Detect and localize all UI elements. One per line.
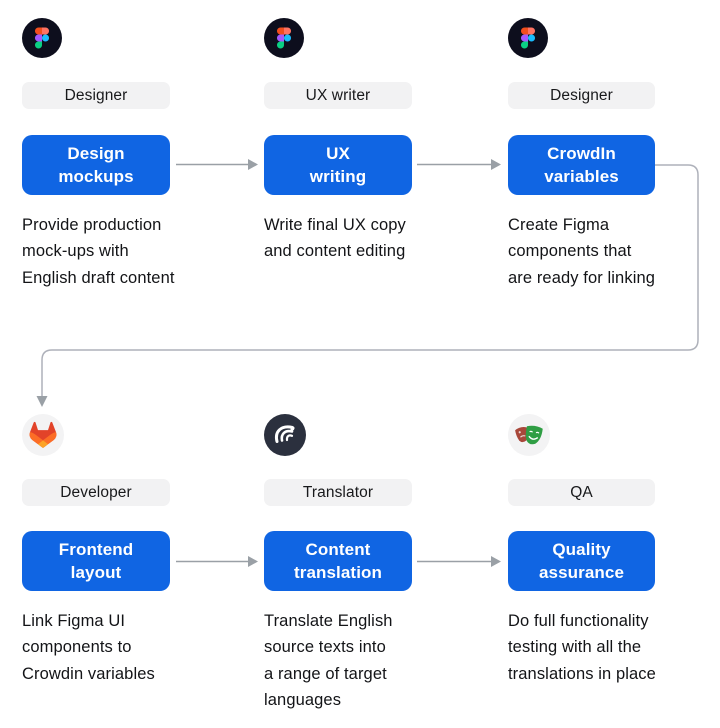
desc-line: Create Figma	[508, 216, 610, 234]
node-label-line1: Frontend	[58, 540, 134, 559]
desc-line: Link Figma UI	[22, 612, 126, 630]
role-label: Designer	[550, 86, 613, 104]
node-label-line2: mockups	[58, 167, 134, 186]
step-description: Do full functionality testing with all t…	[508, 608, 668, 687]
desc-line: Translate English	[264, 612, 393, 630]
arrow-step1-step2	[176, 159, 258, 170]
flow-node-ux-writing: UX writing	[264, 135, 412, 195]
node-label-line1: Content	[305, 540, 371, 559]
flow-node-design-mockups: Design mockups	[22, 135, 170, 195]
node-label-line1: CrowdIn	[547, 144, 616, 163]
role-badge: UX writer	[264, 82, 412, 109]
node-label-line1: Quality	[552, 540, 611, 559]
node-label-line2: variables	[544, 167, 619, 186]
node-label-line1: Design	[67, 144, 125, 163]
figma-icon	[264, 18, 304, 58]
desc-line: Crowdin variables	[22, 664, 155, 683]
desc-line: are ready for linking	[508, 268, 656, 287]
desc-line: English draft content	[22, 268, 175, 287]
playwright-masks-icon	[508, 414, 550, 456]
role-label: Developer	[60, 483, 132, 501]
step-description: Write final UX copy and content editing	[264, 212, 424, 265]
node-label-line2: layout	[70, 563, 122, 582]
node-label-line2: writing	[309, 167, 367, 186]
step-description: Link Figma UI components to Crowdin vari…	[22, 608, 182, 687]
role-label: Designer	[64, 86, 128, 104]
flow-node-crowdin-variables: CrowdIn variables	[508, 135, 655, 195]
node-label-line1: UX	[326, 144, 350, 163]
step-description: Translate English source texts into a ra…	[264, 608, 424, 713]
desc-line: Write final UX copy	[264, 216, 406, 234]
desc-line: Do full functionality	[508, 612, 649, 630]
desc-line: mock-ups with	[22, 242, 129, 261]
desc-line: components that	[508, 242, 632, 261]
gitlab-icon	[22, 414, 64, 456]
step-description: Create Figma components that are ready f…	[508, 212, 668, 291]
role-badge: Designer	[508, 82, 655, 109]
role-badge: QA	[508, 479, 655, 506]
step-description: Provide production mock-ups with English…	[22, 212, 182, 291]
role-badge: Designer	[22, 82, 170, 109]
desc-line: components to	[22, 638, 132, 657]
figma-icon	[22, 18, 62, 58]
desc-line: languages	[264, 690, 342, 709]
desc-line: testing with all the	[508, 638, 642, 657]
flow-node-frontend-layout: Frontend layout	[22, 531, 170, 591]
node-label-line2: assurance	[538, 563, 624, 582]
role-label: UX writer	[305, 86, 371, 104]
node-label-line2: translation	[293, 563, 382, 582]
role-label: Translator	[302, 483, 374, 501]
flow-node-content-translation: Content translation	[264, 531, 412, 591]
desc-line: a range of target	[264, 664, 387, 683]
crowdin-icon	[264, 414, 306, 456]
desc-line: Provide production	[22, 216, 162, 234]
flow-node-quality-assurance: Quality assurance	[508, 531, 655, 591]
desc-line: source texts into	[264, 638, 386, 657]
role-badge: Translator	[264, 479, 412, 506]
desc-line: and content editing	[264, 242, 406, 261]
arrow-step2-step3	[417, 159, 501, 170]
arrow-step4-step5	[176, 556, 258, 567]
figma-icon	[508, 18, 548, 58]
role-label: QA	[570, 483, 593, 501]
role-badge: Developer	[22, 479, 170, 506]
desc-line: translations in place	[508, 664, 656, 683]
arrow-step5-step6	[417, 556, 501, 567]
